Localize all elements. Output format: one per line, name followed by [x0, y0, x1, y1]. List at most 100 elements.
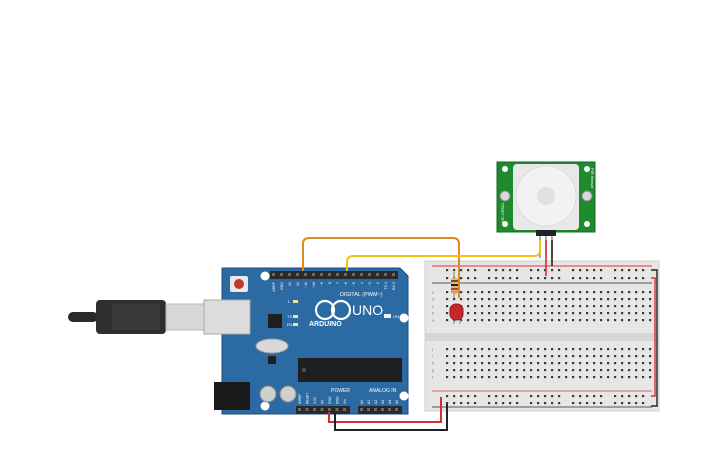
strip-hole [621, 291, 624, 294]
rail-hole [544, 395, 547, 398]
strip-hole [446, 305, 449, 308]
wire-rail-ground [651, 269, 658, 407]
strip-hole [467, 362, 470, 365]
strip-hole [642, 312, 645, 315]
strip-hole [460, 362, 463, 365]
strip-hole [460, 319, 463, 322]
rail-hole [502, 395, 505, 398]
strip-hole [467, 376, 470, 379]
strip-hole [523, 348, 526, 351]
strip-hole [516, 305, 519, 308]
led-rx-label: RX [287, 322, 293, 327]
strip-hole [579, 298, 582, 301]
strip-hole [558, 362, 561, 365]
strip-hole [593, 348, 596, 351]
rail-hole [537, 277, 540, 280]
strip-hole [481, 298, 484, 301]
strip-hole [579, 312, 582, 315]
strip-hole [565, 319, 568, 322]
rail-hole [628, 269, 631, 272]
strip-hole [502, 355, 505, 358]
rail-hole [453, 269, 456, 272]
rail-hole [544, 277, 547, 280]
rail-hole [516, 395, 519, 398]
rail-hole [502, 402, 505, 405]
arduino-board: ARDUINO UNO DIGITAL (PWM~) POWER ANALOG … [203, 267, 409, 415]
analog-pin-label: A3 [381, 400, 385, 404]
row-letter: i [432, 354, 433, 359]
rail-hole [635, 402, 638, 405]
led-tx-label: TX [287, 314, 292, 319]
digital-pin-label: ~9 [320, 282, 324, 286]
resistor [451, 272, 458, 298]
strip-hole [586, 355, 589, 358]
strip-hole [446, 319, 449, 322]
strip-hole [628, 348, 631, 351]
rail-hole [572, 402, 575, 405]
rail-hole [642, 402, 645, 405]
row-letter: b [432, 311, 435, 316]
rail-hole [495, 395, 498, 398]
strip-hole [593, 319, 596, 322]
strip-hole [621, 305, 624, 308]
strip-hole [509, 362, 512, 365]
strip-hole [572, 376, 575, 379]
strip-hole [621, 319, 624, 322]
arduino-brand: ARDUINO [309, 321, 342, 328]
rail-hole [544, 269, 547, 272]
strip-hole [488, 369, 491, 372]
rail-hole [509, 269, 512, 272]
strip-hole [544, 305, 547, 308]
strip-hole [628, 376, 631, 379]
strip-hole [635, 312, 638, 315]
strip-hole [502, 305, 505, 308]
digital-header [270, 271, 398, 279]
wire-gnd [334, 404, 448, 431]
rail-hole [495, 269, 498, 272]
strip-hole [572, 298, 575, 301]
strip-hole [467, 348, 470, 351]
strip-hole [586, 298, 589, 301]
pir-label-left: HC-SR501 [500, 202, 505, 222]
strip-hole [586, 348, 589, 351]
strip-hole [502, 291, 505, 294]
strip-hole [530, 319, 533, 322]
reset-button[interactable] [234, 279, 244, 289]
strip-hole [572, 305, 575, 308]
strip-hole [516, 376, 519, 379]
strip-hole [565, 355, 568, 358]
rail-hole [593, 395, 596, 398]
strip-hole [502, 362, 505, 365]
strip-hole [642, 376, 645, 379]
rail-hole [586, 269, 589, 272]
strip-hole [509, 369, 512, 372]
strip-hole [474, 319, 477, 322]
led-l-label: L [288, 299, 291, 304]
power-pin-label: 5V [321, 399, 325, 404]
digital-pin-label: 7 [336, 282, 340, 284]
strip-hole [558, 298, 561, 301]
strip-hole [502, 319, 505, 322]
strip-hole [628, 362, 631, 365]
digital-pin-label: AREF [272, 281, 276, 291]
rail-hole [642, 395, 645, 398]
strip-hole [460, 298, 463, 301]
strip-hole [551, 355, 554, 358]
strip-hole [565, 291, 568, 294]
strip-hole [649, 355, 652, 358]
rail-hole [495, 402, 498, 405]
strip-hole [607, 298, 610, 301]
strip-hole [628, 369, 631, 372]
strip-hole [614, 355, 617, 358]
strip-hole [649, 369, 652, 372]
strip-hole [537, 355, 540, 358]
on-label: ON [393, 314, 399, 319]
strip-hole [481, 369, 484, 372]
strip-hole [474, 305, 477, 308]
strip-hole [600, 369, 603, 372]
digital-pin-label: TX 1 [384, 282, 388, 290]
strip-hole [565, 362, 568, 365]
strip-hole [474, 376, 477, 379]
strip-hole [495, 319, 498, 322]
